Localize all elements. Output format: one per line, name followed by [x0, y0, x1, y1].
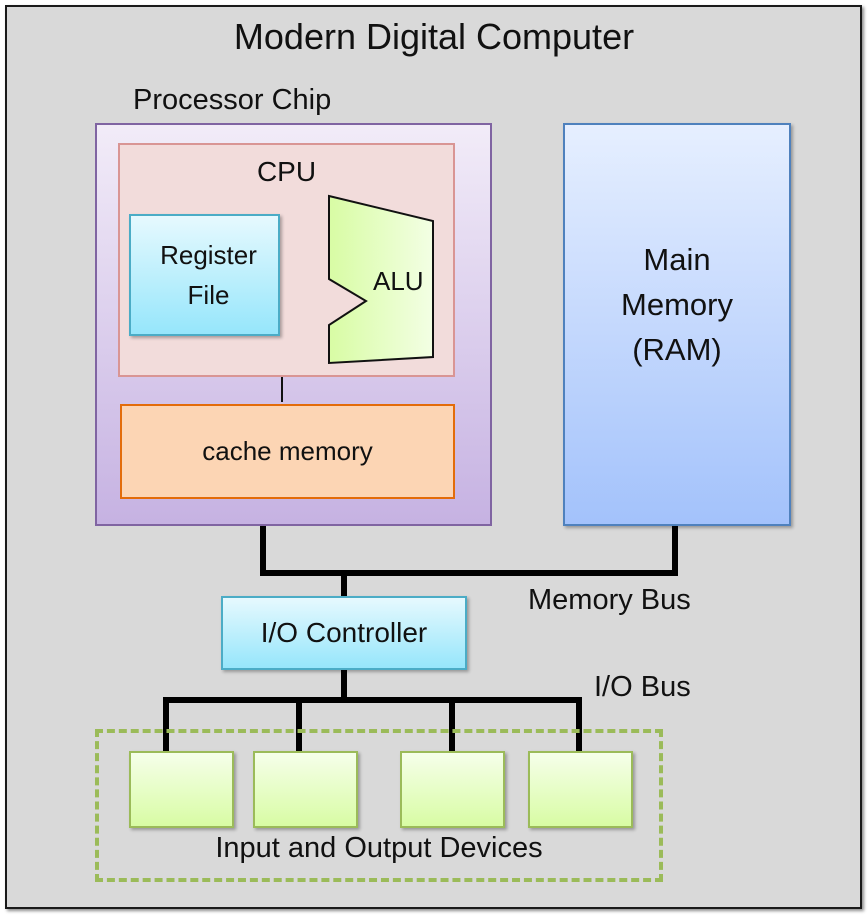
- diagram-title: Modern Digital Computer: [233, 16, 635, 57]
- register-file-line2: File: [187, 280, 230, 310]
- io-devices-label: Input and Output Devices: [215, 832, 543, 864]
- memory-bus-label: Memory Bus: [528, 584, 691, 616]
- io-devices-group: [95, 729, 663, 882]
- processor-chip-label: Processor Chip: [133, 84, 332, 116]
- io-bus-label: I/O Bus: [594, 671, 691, 703]
- alu-shape: [328, 194, 434, 365]
- register-file-line1: Register: [160, 240, 257, 270]
- alu-label: ALU: [373, 266, 424, 296]
- cache-memory-label: cache memory: [202, 436, 373, 466]
- cpu-label: CPU: [256, 156, 317, 187]
- io-bus-line: [163, 697, 582, 754]
- io-controller: I/O Controller: [221, 596, 467, 670]
- io-device: [129, 751, 234, 828]
- cpu-cache-link: [281, 377, 283, 402]
- main-memory-line2: Memory: [621, 287, 733, 322]
- main-memory: Main Memory (RAM): [563, 123, 791, 526]
- io-device: [528, 751, 633, 828]
- register-file: Register File: [129, 214, 280, 336]
- main-memory-line3: (RAM): [632, 332, 722, 367]
- main-memory-line1: Main: [643, 242, 711, 277]
- io-device: [253, 751, 358, 828]
- io-device: [400, 751, 505, 828]
- memory-bus-line: [260, 524, 678, 576]
- cache-memory: cache memory: [120, 404, 455, 499]
- io-controller-label: I/O Controller: [260, 617, 428, 648]
